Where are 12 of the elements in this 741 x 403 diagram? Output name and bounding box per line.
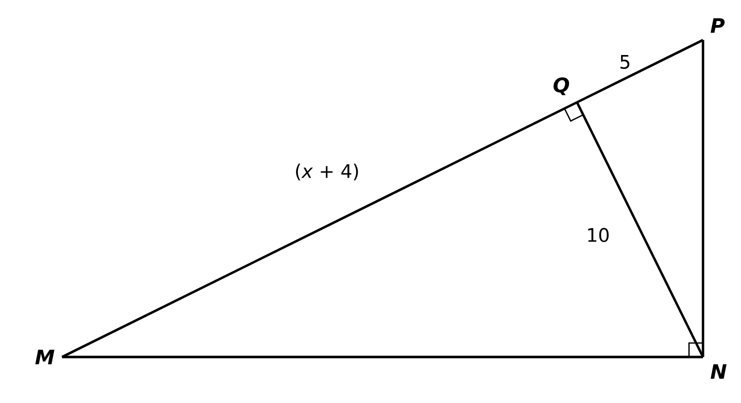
line-segment <box>576 102 704 358</box>
line-segment <box>62 356 703 358</box>
edge-label: 10 <box>588 228 609 242</box>
edge-label: 5 <box>620 55 630 69</box>
vertex-label: Q <box>554 77 570 96</box>
vertex-label: P <box>710 18 725 33</box>
vertex-label: N <box>710 364 727 379</box>
line-segment <box>702 40 704 357</box>
line-segment <box>61 101 578 358</box>
line-segment <box>576 38 704 104</box>
vertex-label: M <box>35 350 54 364</box>
edge-label: (x + 4) <box>296 164 358 180</box>
